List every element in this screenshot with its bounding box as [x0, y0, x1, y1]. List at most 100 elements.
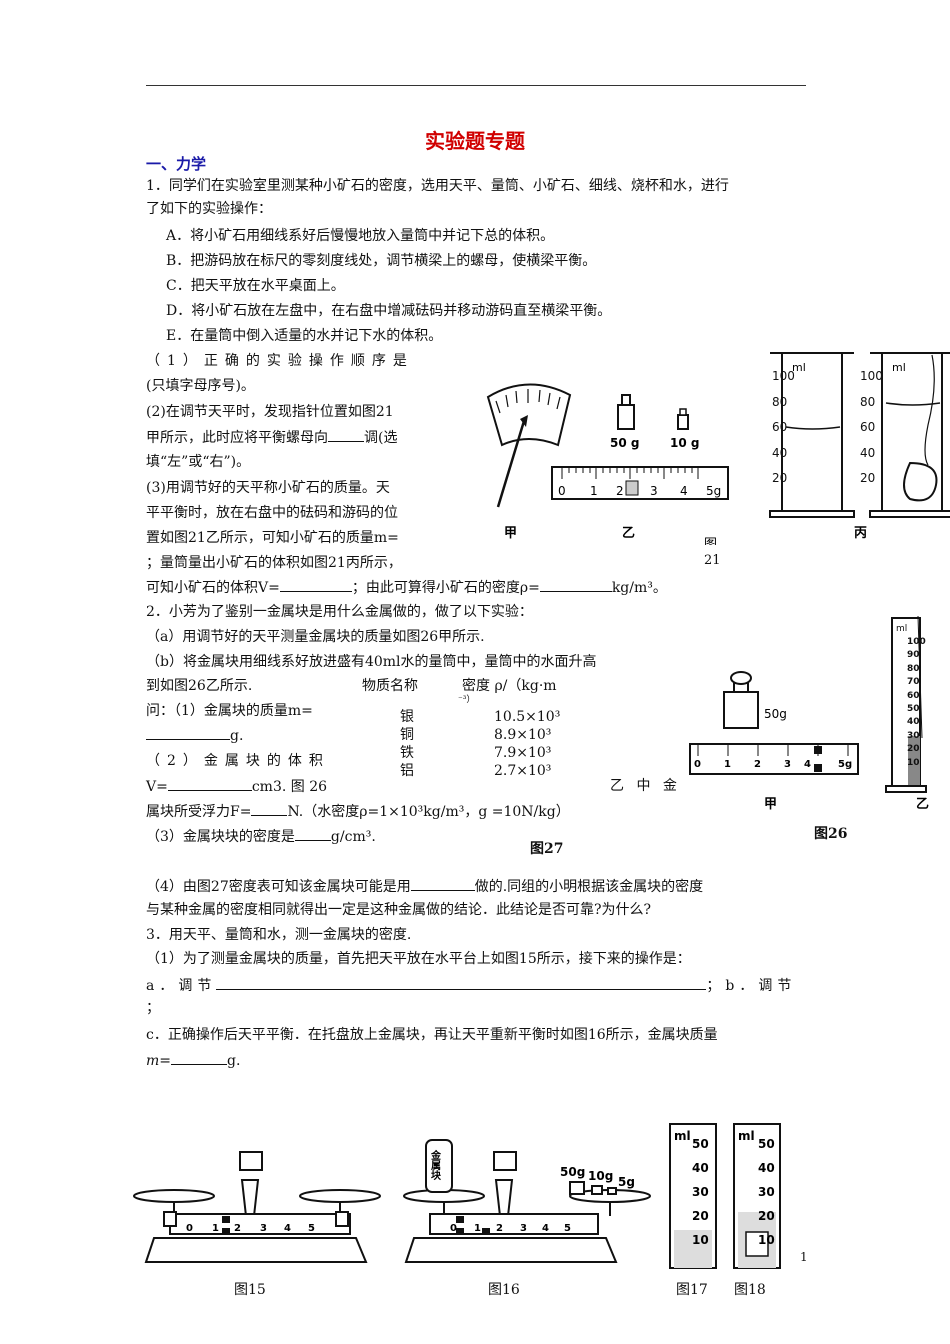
header-rule: [146, 85, 806, 86]
tick-label: 1: [474, 1223, 481, 1234]
tick-label: 40: [692, 1161, 709, 1175]
tick-label: 3: [260, 1223, 267, 1234]
q3-part-c2: m=g.: [146, 1050, 240, 1071]
tick-label: 3: [520, 1223, 527, 1234]
balance-fig15: [133, 1151, 381, 1263]
q1-part1-a: （1）正确的实验操作顺序是: [146, 353, 414, 369]
q2-part2-c: 属块所受浮力F=N.（水密度ρ=1×10³kg/m³，g =10N/kg）: [146, 801, 570, 822]
tick-label: 90: [907, 650, 920, 661]
q1-option-d: D．将小矿石放在左盘中，在右盘中增减砝码并移动游码直至横梁平衡。: [166, 303, 612, 319]
q1-option-c: C．把天平放在水平桌面上。: [166, 278, 345, 294]
table-cell: 2.7×10³: [494, 763, 552, 779]
tick-label: 4: [804, 759, 811, 770]
figure-21: 甲 50 g 10 g 0 1 2 3 4 5g 乙 图 ml ml 丙: [486, 352, 950, 545]
q1-part1-b: (只填字母序号)。: [146, 378, 255, 394]
table-cell: 8.9×10³: [494, 727, 552, 743]
density-table-names: 银 铜 铁 铝: [400, 708, 414, 780]
tick-label: 10: [907, 757, 920, 768]
q2-yi-zhong-jin: 乙 中 金: [610, 778, 681, 794]
q1-part3-b: 平平衡时，放在右盘中的砝码和游码的位: [146, 505, 398, 521]
q2-part2-b: V=cm3. 图 26: [146, 776, 327, 797]
q2-stem: 2．小芳为了鉴别一金属块是用什么金属做的，做了以下实验：: [146, 604, 533, 620]
q1-option-a: A．将小矿石用细线系好后慢慢地放入量筒中并记下总的体积。: [166, 228, 555, 244]
tick-label: 10: [692, 1233, 709, 1247]
q3-part1: （1）为了测量金属块的质量，首先把天平放在水平台上如图15所示，接下来的操作是：: [146, 951, 691, 967]
q3-semicolon: ；: [146, 1000, 160, 1016]
cylinder-bing-1: [769, 352, 855, 518]
tick-label: 0: [558, 484, 566, 498]
tick-label: 40: [907, 717, 920, 728]
q2-part2-a: （2）金属块的体积: [146, 753, 330, 769]
fig27-caption: 图27: [530, 841, 564, 857]
q1-part3-d: ；量筒量出小矿石的体积如图21丙所示，: [146, 555, 402, 571]
q1-part2-b: 甲所示，此时应将平衡螺母向调(选: [146, 427, 397, 448]
fig21-caption-1: 图: [704, 537, 717, 545]
label-yi: 乙: [622, 526, 635, 541]
tick-label: 100: [860, 369, 883, 383]
answer-blank[interactable]: [539, 577, 612, 592]
tick-label: 2: [496, 1223, 503, 1234]
tick-label: 1: [724, 759, 731, 770]
answer-blank[interactable]: [146, 725, 230, 740]
cylinder-bing-2: [869, 352, 950, 518]
cyl-ticks-1: 100 80 60 40 20: [772, 364, 795, 492]
q3-line-ab: a．调节；b．调节: [146, 975, 796, 996]
answer-blank[interactable]: [294, 826, 331, 841]
tick-label: 100: [772, 369, 795, 383]
mineral-stone: [903, 461, 938, 502]
tick-label: 70: [907, 677, 920, 688]
tick-label: 0: [450, 1223, 457, 1234]
q1-part3-e: 可知小矿石的体积V=；由此可算得小矿石的密度ρ=kg/m³。: [146, 577, 667, 598]
cyl-ticks-2: 100 80 60 40 20: [860, 364, 883, 492]
tick-label: 0: [694, 759, 701, 770]
tick-label: 40: [772, 445, 788, 460]
label-yi: 乙: [916, 797, 929, 812]
ruler-yi: [551, 466, 729, 500]
table-cell: 银: [400, 709, 414, 725]
metal-block-label: 金属块: [429, 1149, 442, 1181]
fig16-caption: 图16: [488, 1282, 520, 1298]
page-number: 1: [800, 1250, 808, 1264]
q3-part-c1: c．正确操作后天平平衡．在托盘放上金属块，再让天平重新平衡时如图16所示，金属块…: [146, 1027, 718, 1043]
balance-fig16: [403, 1139, 651, 1263]
tick-label: 40: [758, 1161, 775, 1175]
tick-label: 20: [772, 471, 788, 485]
q1-option-b: B．把游码放在标尺的零刻度线处，调节横梁上的螺母，使横梁平衡。: [166, 253, 597, 269]
tick-label: 5: [564, 1223, 571, 1234]
tick-label: 3: [784, 759, 791, 770]
ruler-jia: [689, 743, 859, 775]
tick-label: 2: [754, 759, 761, 770]
answer-blank[interactable]: [167, 776, 252, 791]
fig26-caption: 图26: [814, 826, 848, 842]
answer-blank[interactable]: [171, 1050, 228, 1065]
q2-step-b2: 到如图26乙所示.: [146, 678, 253, 694]
q1-stem-line1: 1．同学们在实验室里测某种小矿石的密度，选用天平、量筒、小矿石、细线、烧杯和水，…: [146, 178, 729, 194]
table-cell: 10.5×10³: [494, 709, 561, 725]
tick-label: 80: [860, 394, 876, 409]
tick-label: 60: [907, 690, 920, 701]
answer-blank[interactable]: [328, 427, 364, 442]
answer-blank[interactable]: [279, 577, 352, 592]
tick-label: 4: [680, 484, 688, 498]
answer-blank[interactable]: [251, 801, 288, 816]
q2-part4-a: （4）由图27密度表可知该金属块可能是用做的.同组的小明根据该金属块的密度: [146, 876, 703, 897]
tick-label: 0: [186, 1223, 193, 1234]
rider: [222, 1216, 230, 1223]
tick-label: 60: [772, 420, 788, 434]
label-10g: 10 g: [670, 436, 699, 450]
q1-part2-c: 填“左”或“右”)。: [146, 454, 251, 470]
tick-label: 5g: [838, 759, 852, 770]
q2-ask-1: 问：（1）金属块的质量m=: [146, 703, 313, 719]
answer-blank[interactable]: [410, 876, 475, 891]
label-5g: 5g: [618, 1175, 635, 1189]
label-jia: 甲: [504, 526, 517, 541]
tick-label: 1: [590, 484, 598, 498]
tick-label: 10: [758, 1233, 775, 1247]
fig17-caption: 图17: [676, 1282, 708, 1298]
density-table-header-name: 物质名称: [362, 678, 418, 694]
tick-label: 40: [860, 445, 876, 460]
q1-stem-line2: 了如下的实验操作：: [146, 201, 272, 217]
tick-label: 3: [650, 484, 658, 498]
answer-blank[interactable]: [216, 975, 707, 990]
table-cell: 铝: [400, 763, 414, 779]
